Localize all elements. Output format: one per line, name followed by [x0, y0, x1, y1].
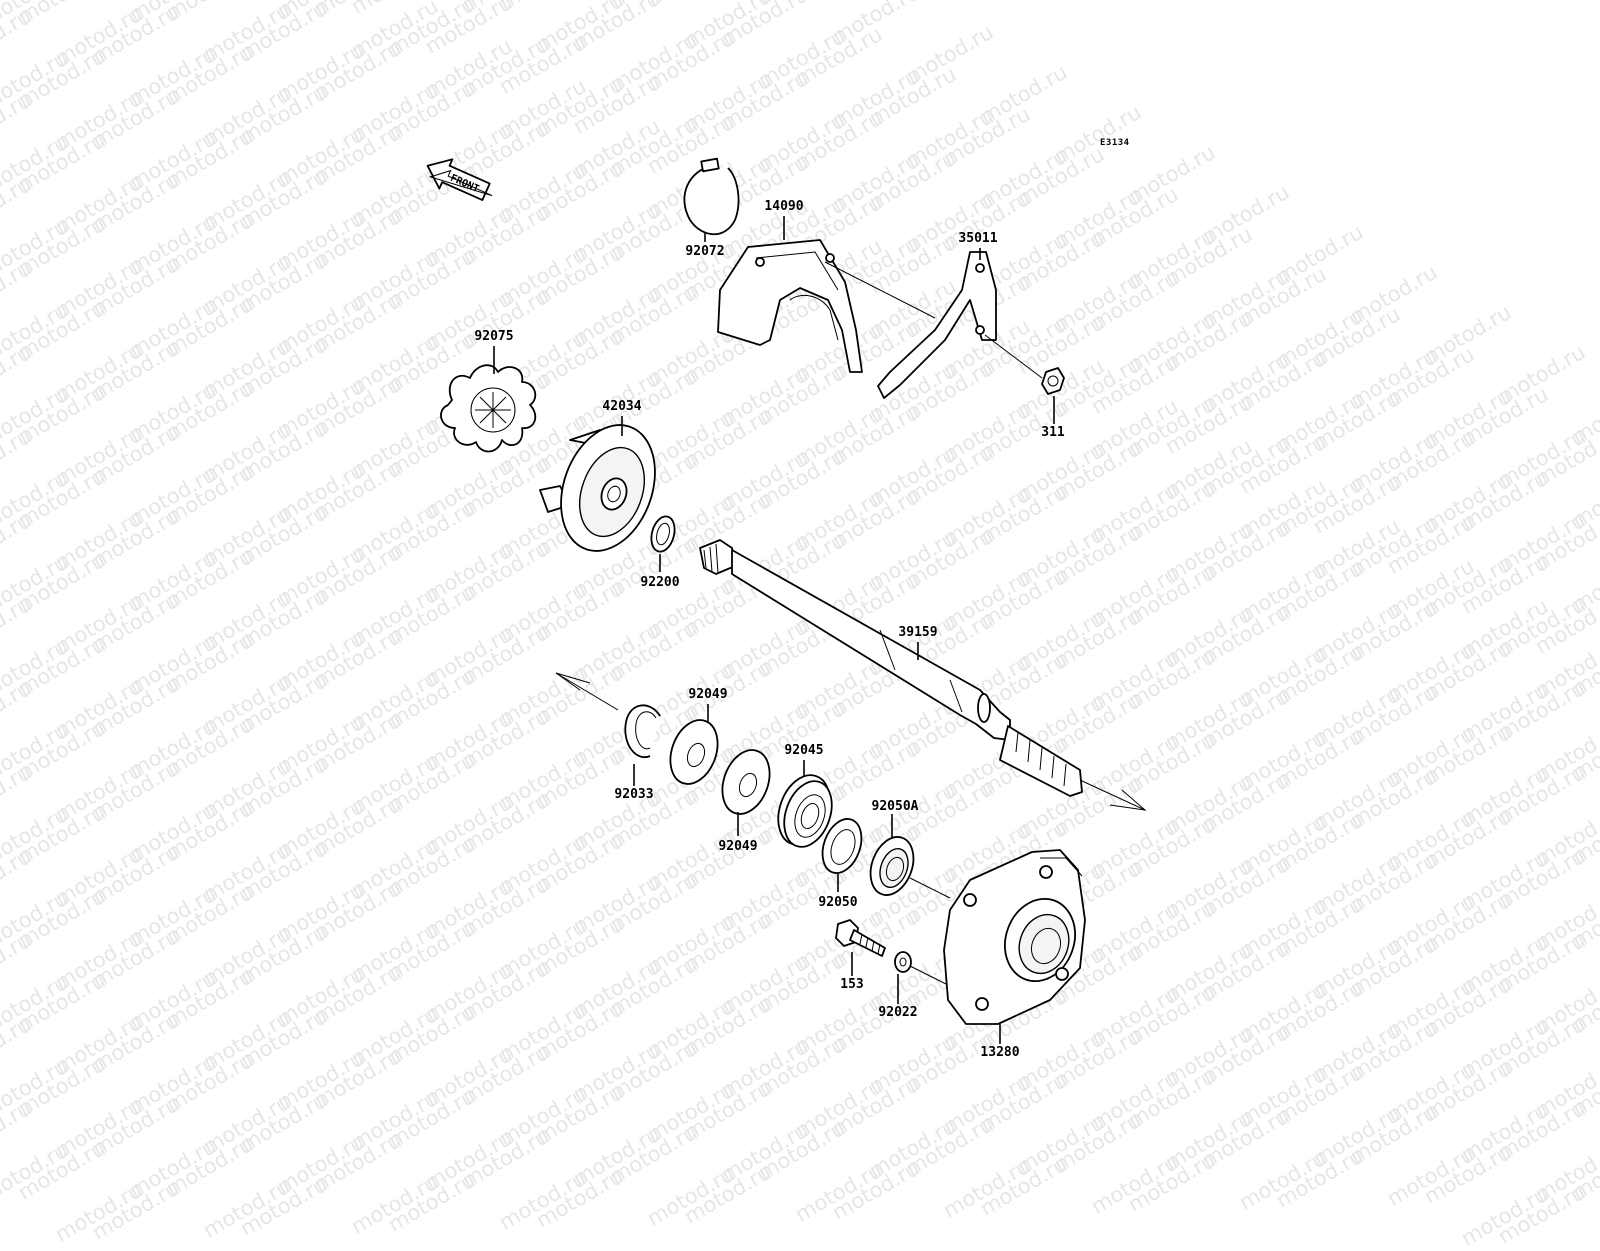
- part-label-92022[interactable]: 92022: [878, 1005, 918, 1020]
- leader-35011-to-311: [984, 334, 1043, 379]
- part-label-92050A[interactable]: 92050A: [871, 799, 919, 814]
- part-label-39159[interactable]: 39159: [898, 625, 938, 640]
- part-92075-damper[interactable]: [440, 364, 537, 453]
- part-153-bolt[interactable]: [835, 919, 886, 957]
- part-label-92045[interactable]: 92045: [784, 743, 824, 758]
- diagram-drawing: FRONT: [426, 157, 1147, 1044]
- part-label-92049-lower[interactable]: 92049: [718, 839, 758, 854]
- part-label-35011[interactable]: 35011: [958, 231, 998, 246]
- part-311-nut[interactable]: [1041, 367, 1065, 395]
- part-92045-bearing[interactable]: [769, 768, 840, 854]
- part-92050A-seal[interactable]: [863, 831, 921, 901]
- part-42034-hub[interactable]: [539, 412, 672, 564]
- part-label-153[interactable]: 153: [840, 977, 864, 992]
- alignment-arrow-right-icon: [1079, 779, 1147, 811]
- part-92033-circlip[interactable]: [624, 704, 661, 759]
- leader-92022-to-13280: [909, 965, 951, 987]
- part-label-42034[interactable]: 42034: [602, 399, 642, 414]
- leader-92050A-to-13280: [909, 877, 951, 899]
- part-92049-seal-lower[interactable]: [714, 743, 778, 820]
- part-92050-seal[interactable]: [816, 814, 869, 879]
- part-label-92050[interactable]: 92050: [818, 895, 858, 910]
- part-label-14090[interactable]: 14090: [764, 199, 804, 214]
- part-14090-cover[interactable]: [717, 239, 863, 373]
- front-arrow-icon: FRONT: [426, 158, 493, 201]
- part-92049-seal-upper[interactable]: [662, 713, 726, 790]
- part-92200-washer[interactable]: [648, 514, 679, 554]
- part-35011-bracket[interactable]: [877, 251, 997, 399]
- part-label-92072[interactable]: 92072: [685, 244, 725, 259]
- alignment-arrow-left-icon: [555, 672, 619, 711]
- part-label-13280[interactable]: 13280: [980, 1045, 1020, 1060]
- part-39159-shaft[interactable]: [699, 539, 1083, 797]
- part-92072-clip[interactable]: [683, 157, 740, 236]
- diagram-code: E3134: [1100, 138, 1130, 148]
- part-label-92200[interactable]: 92200: [640, 575, 680, 590]
- leader-14090-to-35011: [824, 261, 936, 319]
- part-13280-housing[interactable]: [943, 849, 1086, 1025]
- part-label-92049-upper[interactable]: 92049: [688, 687, 728, 702]
- part-label-311[interactable]: 311: [1041, 425, 1065, 440]
- part-92022-washer[interactable]: [894, 951, 912, 973]
- part-label-92033[interactable]: 92033: [614, 787, 654, 802]
- part-label-92075[interactable]: 92075: [474, 329, 514, 344]
